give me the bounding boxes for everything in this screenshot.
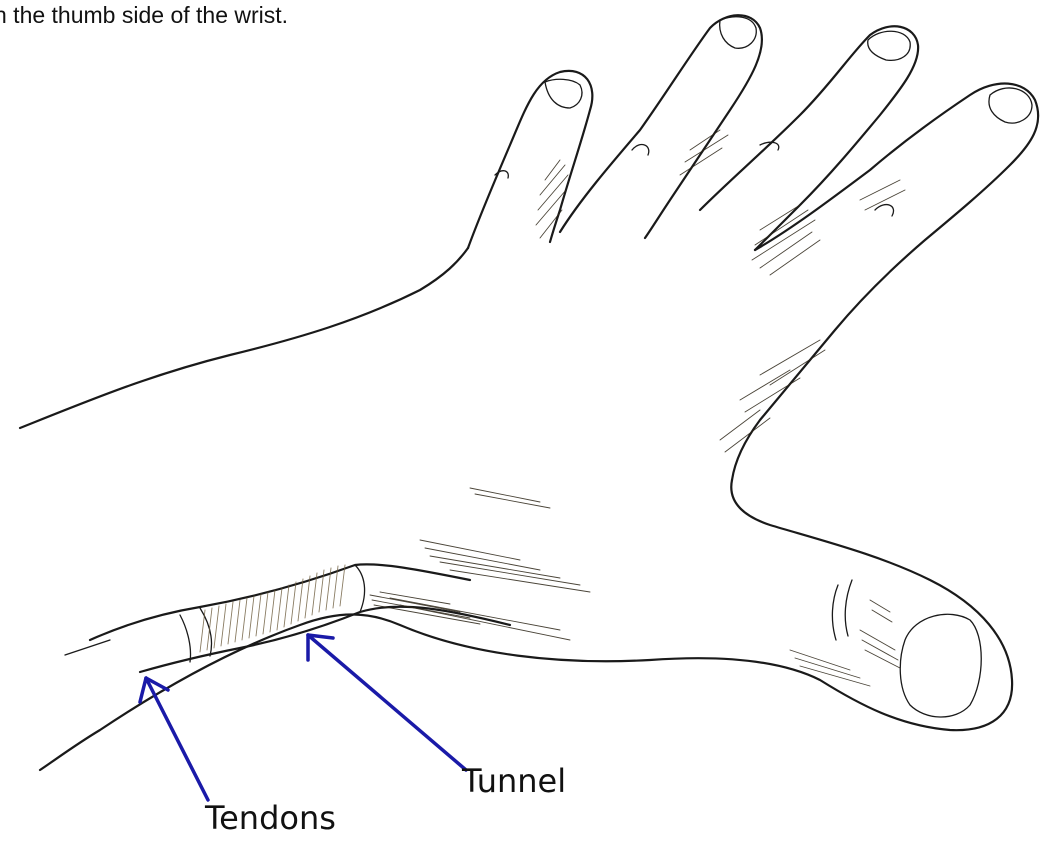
finger-1-nail — [545, 79, 582, 108]
finger-4-nail — [989, 88, 1032, 123]
forearm-upper-outline — [20, 248, 468, 428]
thumb-outline — [40, 480, 1012, 770]
forearm-lower-outline — [65, 640, 110, 655]
finger-hatching — [536, 130, 905, 452]
finger-2-outline — [560, 15, 762, 238]
thumb-crease-2 — [845, 580, 852, 636]
finger-1-outline — [468, 71, 592, 248]
knuckle-mark-3 — [875, 205, 894, 216]
tendon-tube-end-2 — [200, 608, 212, 656]
tunnel-opening — [355, 565, 365, 612]
finger-2-nail — [720, 17, 757, 49]
finger-3-nail — [868, 31, 910, 60]
tendons-label: Tendons — [205, 799, 336, 837]
thumb-crease — [832, 585, 838, 640]
knuckle-mark-2 — [632, 145, 649, 155]
wrist-hatching — [200, 565, 345, 652]
thumbnail — [900, 614, 981, 717]
tendons-arrow — [140, 678, 208, 800]
tunnel-label: Tunnel — [462, 762, 566, 800]
finger-4-outline — [732, 84, 1038, 480]
tendon-tube-end — [180, 615, 191, 662]
tunnel-arrow — [308, 635, 466, 770]
